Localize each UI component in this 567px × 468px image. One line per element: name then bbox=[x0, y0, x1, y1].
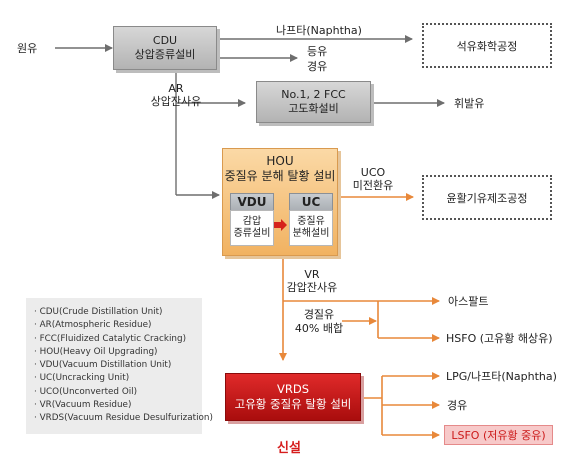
legend-item: · AR(Atmospheric Residue) bbox=[34, 320, 152, 331]
legend-item: · VR(Vacuum Residue) bbox=[34, 400, 132, 411]
legend-item: · HOU(Heavy Oil Upgrading) bbox=[34, 346, 158, 357]
uco-ko-label: 미전환유 bbox=[352, 179, 394, 192]
gasoline-label: 휘발유 bbox=[454, 97, 485, 110]
vdu-body: 감압 증류설비 bbox=[230, 210, 274, 246]
vdu-body-line1: 감압 bbox=[242, 216, 262, 227]
fcc-box: No.1, 2 FCC 고도화설비 bbox=[256, 81, 371, 123]
lube-label: 윤활기유제조공정 bbox=[446, 191, 528, 205]
fcc-box-title: No.1, 2 FCC bbox=[281, 88, 346, 101]
ar-ko-label: 상압잔사유 bbox=[150, 95, 202, 108]
legend-item: · VDU(Vacuum Distillation Unit) bbox=[34, 360, 172, 371]
naphtha-label: 나프타(Naphtha) bbox=[276, 24, 362, 37]
vr-ko-label: 감압잔사유 bbox=[286, 281, 338, 294]
diesel2-label: 경유 bbox=[447, 399, 468, 412]
vdu-body-line2: 증류설비 bbox=[233, 228, 271, 239]
legend-item: · UCO(Unconverted Oil) bbox=[34, 386, 138, 397]
lsfo-label: LSFO (저유황 중유) bbox=[451, 429, 546, 442]
new-facility-label: 신설 bbox=[277, 441, 301, 456]
petchem-box: 석유화학공정 bbox=[422, 23, 552, 68]
vr-label: VR bbox=[304, 268, 320, 281]
fcc-box-subtitle: 고도화설비 bbox=[288, 102, 339, 115]
kerosene-label: 등유 bbox=[307, 45, 328, 58]
uc-body-line1: 중질유 bbox=[297, 216, 325, 227]
petchem-label: 석유화학공정 bbox=[456, 39, 518, 53]
cdu-box-subtitle: 상압증류설비 bbox=[134, 48, 196, 61]
legend-item: · VRDS(Vacuum Residue Desulfurization) bbox=[34, 413, 213, 424]
hou-box: HOU 중질유 분해 탈황 설비 VDU 감압 증류설비 UC 중질유 분해설비 bbox=[222, 148, 338, 256]
abbreviation-legend: · CDU(Crude Distillation Unit) · AR(Atmo… bbox=[26, 298, 213, 434]
uco-label: UCO bbox=[360, 166, 386, 179]
legend-item: · CDU(Crude Distillation Unit) bbox=[34, 307, 163, 317]
legend-item: · FCC(Fluidized Catalytic Cracking) bbox=[34, 333, 186, 344]
vrds-subtitle: 고유황 중질유 탈황 설비 bbox=[234, 397, 352, 411]
blend-label-line2: 40% 배합 bbox=[294, 322, 344, 335]
vrds-box: VRDS 고유황 중질유 탈황 설비 bbox=[225, 373, 361, 421]
uc-body: 중질유 분해설비 bbox=[289, 210, 333, 246]
cdu-box: CDU 상압증류설비 bbox=[113, 26, 217, 70]
vrds-title: VRDS bbox=[276, 382, 309, 396]
hou-subtitle: 중질유 분해 탈황 설비 bbox=[224, 169, 336, 183]
asphalt-label: 아스팔트 bbox=[448, 295, 489, 308]
lpg-naphtha-label: LPG/나프타(Naphtha) bbox=[446, 370, 557, 383]
lube-box: 윤활기유제조공정 bbox=[422, 175, 552, 220]
hou-title: HOU bbox=[266, 154, 294, 168]
crude-label: 원유 bbox=[17, 42, 38, 55]
lsfo-box: LSFO (저유황 중유) bbox=[444, 425, 553, 445]
hsfo-label: HSFO (고유황 해상유) bbox=[446, 332, 553, 345]
uc-body-line2: 분해설비 bbox=[292, 228, 330, 239]
blend-label-line1: 경질유 bbox=[303, 308, 335, 321]
diesel-label: 경유 bbox=[307, 60, 328, 73]
vdu-to-uc-arrow-icon bbox=[274, 219, 287, 231]
ar-label: AR bbox=[168, 82, 184, 95]
legend-item: · UC(Uncracking Unit) bbox=[34, 373, 130, 384]
cdu-box-title: CDU bbox=[152, 34, 178, 47]
